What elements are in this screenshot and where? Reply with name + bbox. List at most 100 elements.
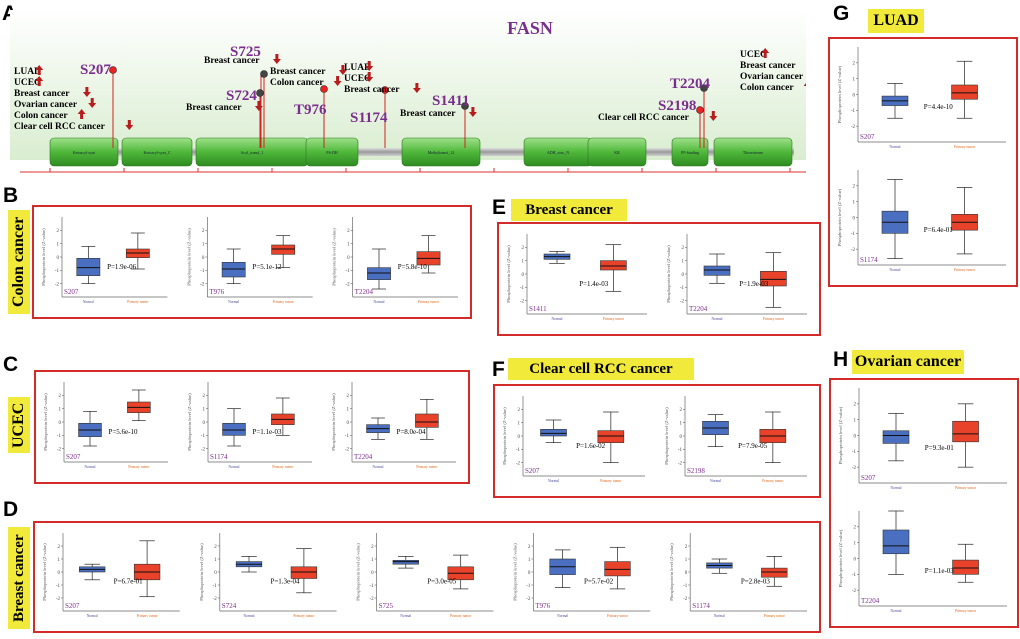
y-tick-label: -1 [345,434,350,439]
domain-methyltransf_12 [401,137,481,167]
normal-group-label: Normal [244,614,255,618]
y-axis-label: Phosphoprotein level (Z-value) [502,407,507,465]
tumor-group-label: Primary tumor [954,268,976,272]
site-label: S1411 [529,305,547,313]
site-label: S724 [222,602,237,610]
y-tick-label: 1 [347,407,350,412]
annotation-label: Colon cancer [740,83,794,93]
p-value: P=1.4e-03 [579,280,609,288]
y-tick-label: -1 [200,269,205,274]
p-value: P=1.3e-04 [270,578,300,586]
down-arrow-icon [272,54,281,64]
site-head [109,66,117,74]
y-tick-label: -1 [55,269,60,274]
normal-group-label: Normal [548,479,559,483]
y-tick-label: -1 [852,573,857,578]
domain-label: Methyltransf_12 [428,150,455,155]
domain-label: Ketoacyl-synt_C [143,150,170,155]
y-tick-label: 0 [59,421,62,426]
tumor-group-label: Primary tumor [137,614,159,618]
normal-group-label: Normal [714,614,725,618]
normal-group-label: Normal [83,300,94,304]
domain-pp-binding [671,137,709,167]
y-tick-label: 2 [528,545,531,550]
annotation-label: LUAD [344,63,371,73]
down-arrow-icon [365,61,374,71]
p-value: P=1.6e-02 [576,442,606,450]
normal-group-label: Normal [87,614,98,618]
y-tick-label: 0 [202,256,205,261]
normal-group-label: Normal [890,268,901,272]
tumor-box [952,420,979,443]
normal-group-label: Normal [400,614,411,618]
y-tick-label: 2 [203,394,206,399]
tumor-group-label: Primary tumor [272,465,294,469]
tumor-box [597,430,625,443]
site-name: S2198 [658,98,696,114]
tumor-box [604,561,631,577]
y-tick-label: 1 [371,558,374,563]
normal-group-label: Normal [374,300,385,304]
y-axis-label: Phosphoprotein level (Z-value) [331,393,336,451]
annotation-label: Breast cancer [14,89,70,99]
annotation-label: Breast cancer [204,56,260,66]
domain-label: Acyl_transf_1 [241,150,264,155]
y-tick-label: 0 [347,256,350,261]
y-axis-label: Phosphoprotein level (Z-value) [332,228,337,286]
site-name: T976 [294,102,327,118]
y-tick-label: -2 [57,447,62,452]
tumor-group-label: Primary tumor [128,465,150,469]
domain-label: ADH_zinc_N [547,150,569,155]
annotation-label: Breast cancer [344,85,400,95]
annotation-label: Clear cell RCC cancer [14,122,106,132]
y-tick-label: 0 [685,571,688,576]
tumor-box [415,413,439,428]
p-value: P=1.1e-03 [925,567,955,575]
y-axis-label: Phosphoprotein level (Z-value) [837,188,842,246]
y-tick-label: -2 [852,466,857,471]
normal-box [703,265,731,276]
y-tick-label: -2 [678,461,683,466]
p-value: P=3.0e-05 [427,578,457,586]
y-tick-label: 2 [680,408,683,413]
tumor-group-label: Primary tumor [600,479,622,483]
site-label: S207 [64,288,79,296]
y-tick-label: -2 [852,589,857,594]
panel-d-label: D [3,498,19,521]
y-tick-label: 2 [202,229,205,234]
tumor-box [951,84,978,100]
normal-group-label: Normal [891,486,902,490]
y-tick-label: 0 [680,435,683,440]
site-label: S1174 [210,453,228,461]
y-tick-label: -1 [526,584,531,589]
site-name: S1411 [432,93,470,109]
site-label: T2204 [355,288,374,296]
y-tick-label: 1 [347,242,350,247]
panel-c-title: UCEC [8,397,30,453]
y-tick-label: 0 [214,571,217,576]
domain-label: KR [614,150,620,155]
y-axis-label: Phosphoprotein level (Z-value) [186,228,191,286]
p-value: P=2.8e-03 [741,578,771,586]
y-tick-label: 1 [853,77,856,82]
domain-ps-dh [305,137,359,167]
normal-group-label: Normal [552,317,563,321]
normal-box [367,267,391,280]
panel-b-title: Colon cancer [8,210,30,314]
tumor-box [290,566,318,579]
y-tick-label: -1 [345,269,350,274]
y-tick-label: -2 [851,248,856,253]
down-arrow-icon [412,83,421,93]
tumor-group-label: Primary tumor [127,300,149,304]
p-value: P=7.9e-05 [738,442,768,450]
site-label: S2198 [687,467,705,475]
